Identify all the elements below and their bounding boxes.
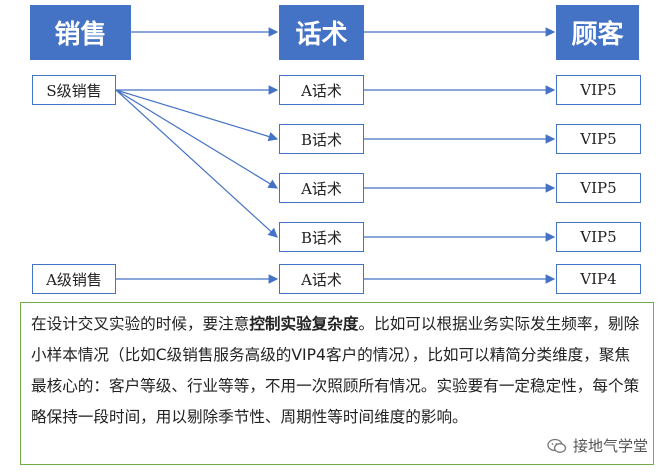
note-text-bold: 控制实验复杂度 (249, 315, 359, 333)
note-text-after: 。比如可以根据业务实际发生频率，剔除小样本情况（比如C级销售服务高级的VIP4客… (31, 315, 640, 426)
script-box-row5: A话术 (279, 264, 364, 294)
customer-box-row4: VIP5 (556, 222, 641, 252)
script-box-row2: B话术 (279, 124, 364, 154)
header-sales: 销售 (30, 5, 131, 60)
header-customer: 顾客 (556, 5, 639, 60)
customer-box-row1: VIP5 (556, 75, 641, 105)
sales-box-a-level: A级销售 (32, 264, 116, 294)
script-box-row3: A话术 (279, 173, 364, 203)
script-box-row1: A话术 (279, 75, 364, 105)
watermark: 接地气学堂 (547, 435, 648, 456)
watermark-text: 接地气学堂 (572, 437, 648, 455)
arrow-s-to-row2 (115, 89, 279, 142)
note-text-before: 在设计交叉实验的时候，要注意 (31, 315, 250, 333)
wechat-icon (547, 438, 567, 453)
note-box: 在设计交叉实验的时候，要注意控制实验复杂度。比如可以根据业务实际发生频率，剔除小… (20, 302, 654, 465)
sales-box-s-level: S级销售 (32, 75, 116, 105)
customer-box-row2: VIP5 (556, 124, 641, 154)
customer-box-row3: VIP5 (556, 173, 641, 203)
customer-box-row5: VIP4 (556, 264, 641, 294)
arrow-s-to-row3 (115, 89, 279, 189)
script-box-row4: B话术 (279, 222, 364, 252)
arrow-s-to-row4 (115, 89, 278, 238)
header-script: 话术 (279, 5, 364, 60)
